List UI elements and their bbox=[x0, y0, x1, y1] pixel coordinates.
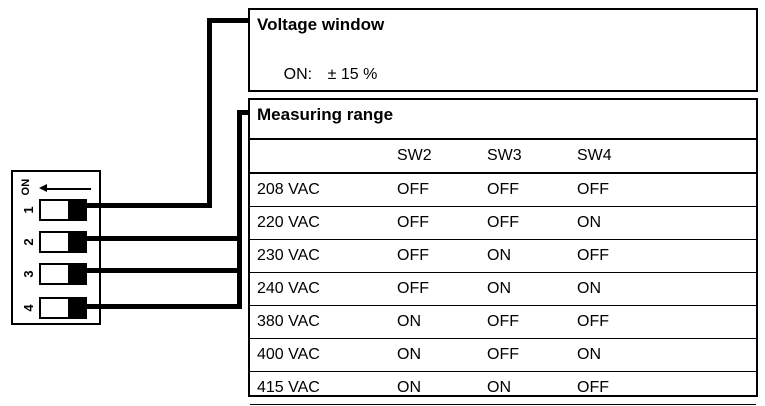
measuring-range-box: Measuring range SW2 SW3 SW4 208 VAC OFF … bbox=[248, 98, 758, 405]
cell-sw2: ON bbox=[397, 305, 487, 339]
dip-switch-4-number: 4 bbox=[21, 304, 36, 312]
cell-spacer bbox=[667, 206, 756, 240]
voltage-window-box: Voltage window ON:± 15 % OFF:± 10 % bbox=[248, 8, 758, 158]
table-row: 230 VAC OFF ON OFF bbox=[250, 239, 756, 273]
arrow-shaft bbox=[45, 188, 91, 190]
cell-sw2: OFF bbox=[397, 272, 487, 306]
dip-switch-block: ON 1 2 3 4 bbox=[11, 170, 101, 325]
dip-switch-3-body[interactable] bbox=[39, 263, 87, 285]
wire-sw2-horizontal bbox=[84, 236, 242, 241]
dip-switch-3-lever[interactable] bbox=[68, 265, 85, 283]
voltage-window-on-value: ± 15 % bbox=[327, 66, 378, 83]
header-spacer bbox=[667, 140, 756, 174]
wire-sw4-horizontal bbox=[84, 304, 242, 309]
voltage-window-title: Voltage window bbox=[257, 15, 385, 34]
cell-sw3: ON bbox=[487, 239, 577, 273]
cell-sw3: OFF bbox=[487, 173, 577, 207]
cell-sw3: OFF bbox=[487, 206, 577, 240]
cell-sw3: ON bbox=[487, 272, 577, 306]
cell-range: 415 VAC bbox=[250, 371, 397, 405]
cell-range: 240 VAC bbox=[250, 272, 397, 306]
table-header-row: SW2 SW3 SW4 bbox=[250, 140, 756, 174]
wire-measuring-bus bbox=[237, 110, 242, 309]
cell-sw2: OFF bbox=[397, 173, 487, 207]
cell-range: 230 VAC bbox=[250, 239, 397, 273]
measuring-range-table: SW2 SW3 SW4 208 VAC OFF OFF OFF 220 VAC … bbox=[250, 140, 756, 406]
dip-on-label: ON bbox=[20, 178, 32, 196]
table-row: 415 VAC ON ON OFF bbox=[250, 371, 756, 405]
voltage-window-on-key: ON: bbox=[283, 66, 313, 83]
cell-range: 400 VAC bbox=[250, 338, 397, 372]
header-sw3: SW3 bbox=[487, 140, 577, 174]
cell-sw3: OFF bbox=[487, 305, 577, 339]
cell-sw2: ON bbox=[397, 338, 487, 372]
dip-switch-4[interactable]: 4 bbox=[21, 297, 87, 319]
cell-spacer bbox=[667, 173, 756, 207]
voltage-window-row-on: ON: ± 15 % bbox=[250, 37, 756, 112]
cell-spacer bbox=[667, 272, 756, 306]
cell-sw2: OFF bbox=[397, 206, 487, 240]
cell-sw3: OFF bbox=[487, 338, 577, 372]
wire-bus-to-measuring-box bbox=[237, 110, 252, 115]
cell-sw3: ON bbox=[487, 371, 577, 405]
cell-spacer bbox=[667, 305, 756, 339]
cell-range: 220 VAC bbox=[250, 206, 397, 240]
table-row: 380 VAC ON OFF OFF bbox=[250, 305, 756, 339]
dip-switch-2-body[interactable] bbox=[39, 231, 87, 253]
cell-sw4: OFF bbox=[577, 173, 667, 207]
cell-spacer bbox=[667, 371, 756, 405]
dip-switch-4-lever[interactable] bbox=[68, 299, 85, 317]
cell-sw4: ON bbox=[577, 272, 667, 306]
cell-sw4: ON bbox=[577, 206, 667, 240]
dip-switch-1-body[interactable] bbox=[39, 199, 87, 221]
measuring-range-title: Measuring range bbox=[250, 100, 756, 140]
measuring-range-table-body: 208 VAC OFF OFF OFF 220 VAC OFF OFF ON 2… bbox=[250, 173, 756, 406]
cell-sw4: ON bbox=[577, 338, 667, 372]
dip-switch-1[interactable]: 1 bbox=[21, 199, 87, 221]
wire-sw1-to-voltage-box bbox=[207, 18, 252, 23]
wire-sw1-vertical bbox=[207, 18, 212, 208]
dip-switch-3[interactable]: 3 bbox=[21, 263, 87, 285]
dip-switch-4-body[interactable] bbox=[39, 297, 87, 319]
header-range bbox=[250, 140, 397, 174]
dip-switch-1-lever[interactable] bbox=[68, 201, 85, 219]
cell-sw4: OFF bbox=[577, 371, 667, 405]
header-sw2: SW2 bbox=[397, 140, 487, 174]
dip-switch-2-number: 2 bbox=[21, 238, 36, 246]
dip-switch-1-number: 1 bbox=[21, 206, 36, 214]
table-row: 208 VAC OFF OFF OFF bbox=[250, 173, 756, 207]
cell-sw4: OFF bbox=[577, 305, 667, 339]
arrow-head bbox=[39, 184, 47, 192]
wire-sw3-horizontal bbox=[84, 268, 242, 273]
cell-range: 208 VAC bbox=[250, 173, 397, 207]
table-row: 220 VAC OFF OFF ON bbox=[250, 206, 756, 240]
cell-spacer bbox=[667, 239, 756, 273]
measuring-range-table-head: SW2 SW3 SW4 bbox=[250, 140, 756, 174]
cell-sw4: OFF bbox=[577, 239, 667, 273]
header-sw4: SW4 bbox=[577, 140, 667, 174]
cell-sw2: ON bbox=[397, 371, 487, 405]
cell-range: 380 VAC bbox=[250, 305, 397, 339]
dip-switch-2-lever[interactable] bbox=[68, 233, 85, 251]
table-row: 400 VAC ON OFF ON bbox=[250, 338, 756, 372]
table-row: 240 VAC OFF ON ON bbox=[250, 272, 756, 306]
dip-switch-2[interactable]: 2 bbox=[21, 231, 87, 253]
arrow-left-icon bbox=[39, 184, 91, 193]
cell-spacer bbox=[667, 338, 756, 372]
wire-sw1-horizontal bbox=[84, 203, 212, 208]
cell-sw2: OFF bbox=[397, 239, 487, 273]
dip-switch-3-number: 3 bbox=[21, 270, 36, 278]
